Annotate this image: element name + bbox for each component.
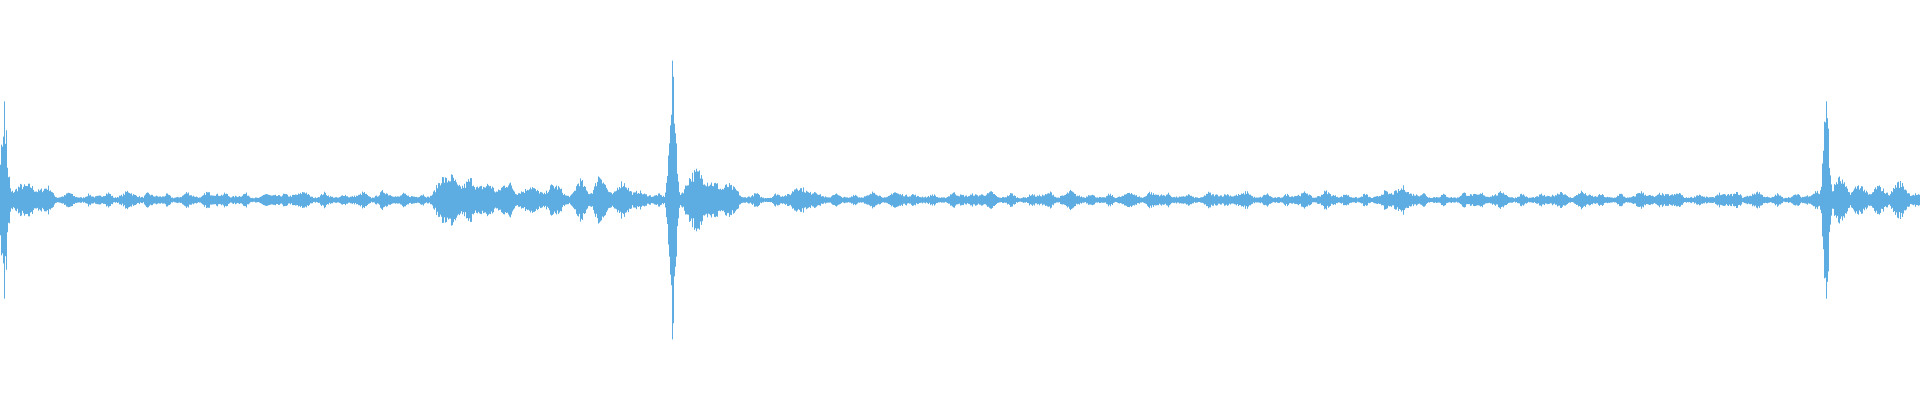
waveform-bars <box>0 60 1920 340</box>
waveform-spike-2 <box>662 60 683 340</box>
waveform-spike-1 <box>0 101 15 299</box>
waveform-spike-3 <box>1816 101 1837 299</box>
waveform-envelope <box>0 168 1920 232</box>
